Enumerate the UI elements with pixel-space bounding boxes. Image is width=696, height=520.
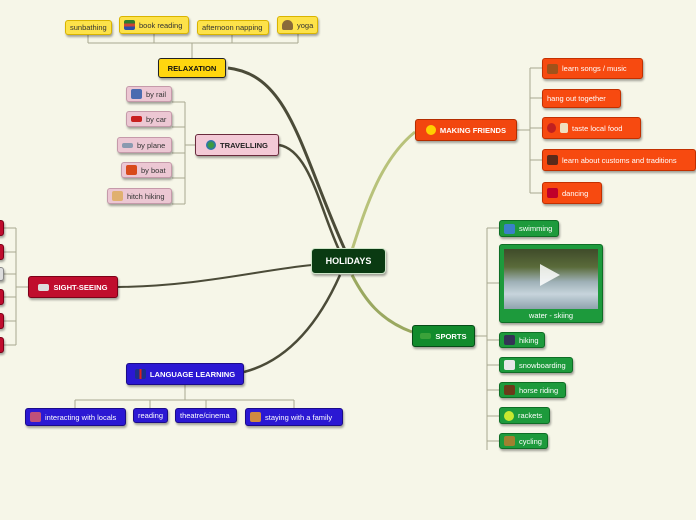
node-label: cycling [519, 437, 542, 446]
branch-sight-seeing[interactable]: SIGHT-SEEING [28, 276, 118, 298]
snowboarder-icon [504, 360, 515, 370]
node-staying-with-a-family[interactable]: staying with a family [245, 408, 343, 426]
node-label: by boat [141, 166, 166, 175]
sightseeing-child-2[interactable] [0, 244, 4, 260]
sightseeing-child-4[interactable] [0, 289, 4, 305]
branch-making-friends[interactable]: MAKING FRIENDS [415, 119, 517, 141]
branch-sight-seeing-label: SIGHT-SEEING [53, 283, 107, 292]
node-label: learn songs / music [562, 64, 627, 73]
node-learn-about-customs[interactable]: learn about customs and traditions [542, 149, 696, 171]
node-rackets[interactable]: rackets [499, 407, 550, 424]
food-icon [547, 123, 556, 133]
node-label: staying with a family [265, 413, 332, 422]
branch-making-friends-label: MAKING FRIENDS [440, 126, 506, 135]
node-label: swimming [519, 224, 552, 233]
thumbs-up-icon [112, 191, 123, 201]
branch-travelling[interactable]: TRAVELLING [195, 134, 279, 156]
ice-cream-icon [560, 123, 568, 133]
lantern-icon [547, 155, 558, 165]
globe-icon [206, 140, 216, 150]
node-reading[interactable]: reading [133, 408, 168, 423]
tennis-ball-icon [504, 411, 514, 421]
node-label: reading [138, 411, 163, 420]
sightseeing-child-1[interactable] [0, 220, 4, 236]
node-afternoon-napping[interactable]: afternoon napping [197, 20, 269, 35]
guitar-icon [547, 64, 558, 74]
books-icon [124, 20, 135, 30]
hiker-icon [504, 335, 515, 345]
node-by-plane[interactable]: by plane [117, 137, 172, 153]
node-label: water - skiing [500, 311, 602, 320]
train-icon [131, 89, 142, 99]
node-snowboarding[interactable]: snowboarding [499, 357, 573, 373]
node-label: learn about customs and traditions [562, 156, 677, 165]
node-hitch-hiking[interactable]: hitch hiking [107, 188, 172, 204]
plane-icon [122, 143, 133, 148]
sightseeing-child-6[interactable] [0, 337, 4, 353]
node-label: sunbathing [70, 23, 107, 32]
node-label: theatre/cinema [180, 411, 230, 420]
branch-relaxation-label: RELAXATION [168, 64, 217, 73]
branch-sports-label: SPORTS [435, 332, 466, 341]
node-dancing[interactable]: dancing [542, 182, 602, 204]
people-icon [30, 412, 41, 422]
node-label: afternoon napping [202, 23, 262, 32]
node-label: by plane [137, 141, 165, 150]
node-theatre-cinema[interactable]: theatre/cinema [175, 408, 237, 423]
golf-icon [420, 333, 431, 339]
branch-language-learning[interactable]: LANGUAGE LEARNING [126, 363, 244, 385]
node-by-rail[interactable]: by rail [126, 86, 172, 102]
branch-sports[interactable]: SPORTS [412, 325, 475, 347]
node-label: dancing [562, 189, 588, 198]
node-learn-songs-music[interactable]: learn songs / music [542, 58, 643, 79]
node-label: hang out together [547, 94, 606, 103]
node-label: interacting with locals [45, 413, 116, 422]
boat-icon [126, 165, 137, 175]
branch-language-learning-label: LANGUAGE LEARNING [150, 370, 235, 379]
horse-icon [504, 385, 515, 395]
node-label: by car [146, 115, 166, 124]
bicycle-icon [504, 436, 515, 446]
node-swimming[interactable]: swimming [499, 220, 559, 237]
node-label: hitch hiking [127, 192, 165, 201]
family-icon [250, 412, 261, 422]
node-water-skiing-video[interactable]: water - skiing [499, 244, 603, 323]
node-label: rackets [518, 411, 542, 420]
node-label: book reading [139, 21, 182, 30]
central-topic[interactable]: HOLIDAYS [311, 248, 386, 274]
branch-travelling-label: TRAVELLING [220, 141, 268, 150]
node-hang-out-together[interactable]: hang out together [542, 89, 621, 108]
node-hiking[interactable]: hiking [499, 332, 545, 348]
node-label: by rail [146, 90, 166, 99]
node-label: yoga [297, 21, 313, 30]
sunglasses-smiley-icon [426, 125, 436, 135]
uk-flag-icon [135, 369, 146, 379]
node-by-boat[interactable]: by boat [121, 162, 172, 178]
node-label: taste local food [572, 124, 622, 133]
camera-icon [38, 284, 49, 291]
car-icon [131, 116, 142, 122]
node-interacting-with-locals[interactable]: interacting with locals [25, 408, 126, 426]
node-sunbathing[interactable]: sunbathing [65, 20, 112, 35]
node-by-car[interactable]: by car [126, 111, 172, 127]
node-taste-local-food[interactable]: taste local food [542, 117, 641, 139]
swimmer-icon [504, 224, 515, 234]
node-label: hiking [519, 336, 539, 345]
node-label: snowboarding [519, 361, 566, 370]
node-horse-riding[interactable]: horse riding [499, 382, 566, 398]
node-label: horse riding [519, 386, 558, 395]
node-yoga[interactable]: yoga [277, 16, 318, 34]
branch-relaxation[interactable]: RELAXATION [158, 58, 226, 78]
play-icon[interactable] [540, 264, 560, 286]
sightseeing-child-3[interactable] [0, 267, 4, 281]
sightseeing-child-5[interactable] [0, 313, 4, 329]
node-cycling[interactable]: cycling [499, 433, 548, 449]
central-topic-label: HOLIDAYS [326, 256, 372, 266]
yoga-pose-icon [282, 20, 293, 30]
node-book-reading[interactable]: book reading [119, 16, 189, 34]
dancer-icon [547, 188, 558, 198]
